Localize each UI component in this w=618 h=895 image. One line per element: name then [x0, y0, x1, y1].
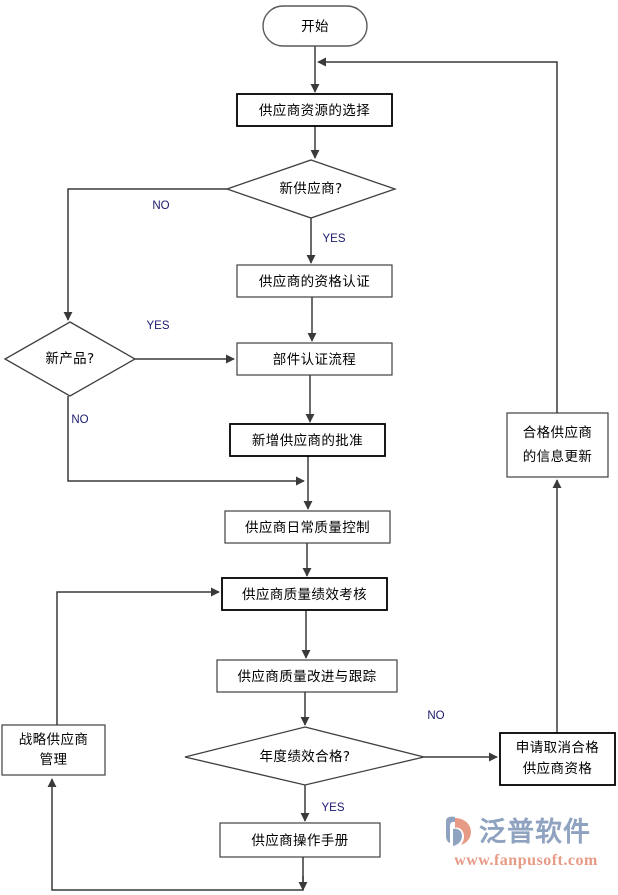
node-annual-performance-pass[interactable]: 年度绩效合格?: [184, 726, 425, 786]
edge-layer: [47, 46, 562, 891]
node-dailyctrl-label: 供应商日常质量控制: [245, 519, 370, 536]
node-layer: 开始 供应商资源的选择 新供应商? 供应商的资格认证 新产品?: [1, 5, 616, 858]
node-approve-label: 新增供应商的批准: [252, 432, 363, 449]
edge-newprod-no-to-mainline: [67, 396, 305, 486]
node-daily-quality-control[interactable]: 供应商日常质量控制: [224, 510, 391, 544]
node-cancel-label-line1: 申请取消合格: [516, 740, 599, 756]
node-update-label-line1: 合格供应商: [523, 424, 593, 441]
node-manual-label: 供应商操作手册: [251, 832, 348, 849]
node-partcert-label: 部件认证流程: [273, 352, 356, 368]
node-new-supplier-approval[interactable]: 新增供应商的批准: [229, 423, 386, 457]
node-strategic-label-line1: 战略供应商: [19, 731, 89, 748]
node-qualified-supplier-info-update[interactable]: 合格供应商 的信息更新: [506, 412, 609, 478]
node-start-label: 开始: [301, 19, 329, 35]
node-annual-label: 年度绩效合格?: [260, 749, 351, 765]
node-cancel-label-line2: 供应商资格: [523, 760, 593, 777]
node-select-supplier-resource[interactable]: 供应商资源的选择: [236, 93, 393, 127]
node-qualify-label: 供应商的资格认证: [259, 273, 370, 290]
edge-label-annual-yes: YES: [321, 802, 344, 814]
node-select-label: 供应商资源的选择: [259, 102, 370, 119]
edge-isnew-no-to-newprod: [63, 188, 227, 321]
edge-strategic-to-perfcheck: [56, 587, 220, 725]
node-supplier-qualification[interactable]: 供应商的资格认证: [236, 264, 393, 298]
node-strategic-supplier-management[interactable]: 战略供应商 管理: [1, 724, 106, 776]
node-perfcheck-label: 供应商质量绩效考核: [242, 586, 367, 603]
node-update-label-line2: 的信息更新: [523, 448, 593, 465]
node-is-new-supplier-label: 新供应商?: [279, 180, 342, 197]
edge-label-newprod-yes: YES: [146, 320, 169, 332]
node-start[interactable]: 开始: [262, 5, 368, 47]
edge-label-annual-no: NO: [427, 710, 444, 722]
edge-label-isnew-yes: YES: [322, 233, 345, 245]
edge-update-to-select: [317, 57, 558, 413]
node-strategic-label-line2: 管理: [40, 752, 68, 768]
node-improve-label: 供应商质量改进与跟踪: [238, 668, 377, 685]
edge-label-newprod-no: NO: [71, 414, 88, 426]
edge-label-isnew-no: NO: [152, 200, 169, 212]
node-is-new-product-label: 新产品?: [45, 351, 94, 367]
edge-label-layer: NO YES YES NO NO YES: [71, 200, 444, 814]
node-part-certification[interactable]: 部件认证流程: [236, 342, 393, 376]
node-supplier-manual[interactable]: 供应商操作手册: [219, 822, 381, 858]
node-cancel-qualification-request[interactable]: 申请取消合格 供应商资格: [499, 732, 616, 786]
node-quality-performance-review[interactable]: 供应商质量绩效考核: [221, 577, 388, 611]
node-quality-improvement-tracking[interactable]: 供应商质量改进与跟踪: [216, 659, 398, 693]
edge-manual-to-strategic: [47, 778, 304, 891]
node-is-new-supplier[interactable]: 新供应商?: [225, 159, 397, 219]
node-is-new-product[interactable]: 新产品?: [3, 321, 137, 397]
